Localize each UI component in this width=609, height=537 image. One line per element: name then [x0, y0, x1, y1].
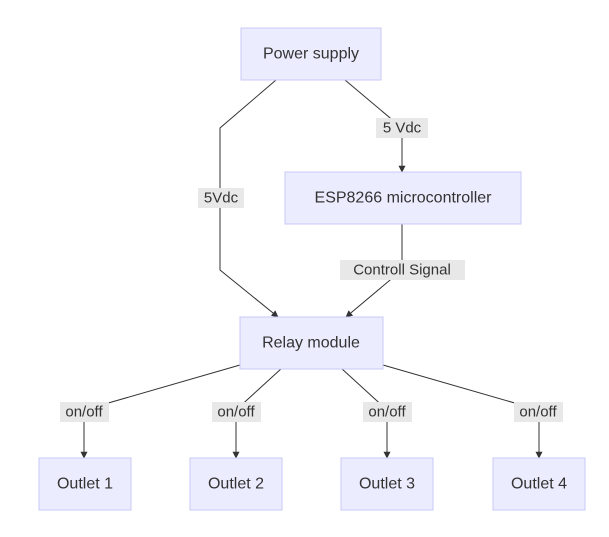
node-outlet-1: Outlet 1	[38, 457, 132, 511]
svg-text:Outlet 1: Outlet 1	[57, 476, 113, 493]
svg-text:Controll Signal: Controll Signal	[353, 262, 451, 279]
edge-label-power-to-relay: 5Vdc	[198, 188, 244, 208]
svg-text:5Vdc: 5Vdc	[204, 190, 239, 207]
svg-text:on/off: on/off	[519, 404, 557, 421]
node-power-supply: Power supply	[240, 27, 382, 81]
svg-text:Power supply: Power supply	[263, 46, 359, 63]
svg-text:on/off: on/off	[368, 404, 406, 421]
svg-text:on/off: on/off	[217, 404, 255, 421]
edge-label-power-to-esp: 5 Vdc	[376, 118, 428, 138]
svg-text:Outlet 3: Outlet 3	[359, 476, 415, 493]
node-outlet-2: Outlet 2	[189, 457, 283, 511]
node-relay-module: Relay module	[239, 316, 384, 370]
edge-label-relay-to-outlet4: on/off	[514, 402, 563, 422]
edge-label-relay-to-outlet1: on/off	[60, 402, 109, 422]
edge-label-relay-to-outlet3: on/off	[363, 402, 412, 422]
node-outlet-4: Outlet 4	[492, 457, 586, 511]
edge-label-esp-to-relay: Controll Signal	[340, 260, 465, 280]
svg-text:5 Vdc: 5 Vdc	[383, 120, 422, 137]
node-esp8266-microcontroller: ESP8266 microcontroller	[284, 171, 522, 225]
svg-text:Outlet 4: Outlet 4	[511, 476, 567, 493]
svg-text:Outlet 2: Outlet 2	[208, 476, 264, 493]
svg-text:ESP8266 microcontroller: ESP8266 microcontroller	[315, 190, 493, 207]
node-outlet-3: Outlet 3	[340, 457, 434, 511]
edge-label-relay-to-outlet2: on/off	[212, 402, 261, 422]
svg-text:on/off: on/off	[65, 404, 103, 421]
svg-text:Relay module: Relay module	[262, 335, 360, 352]
